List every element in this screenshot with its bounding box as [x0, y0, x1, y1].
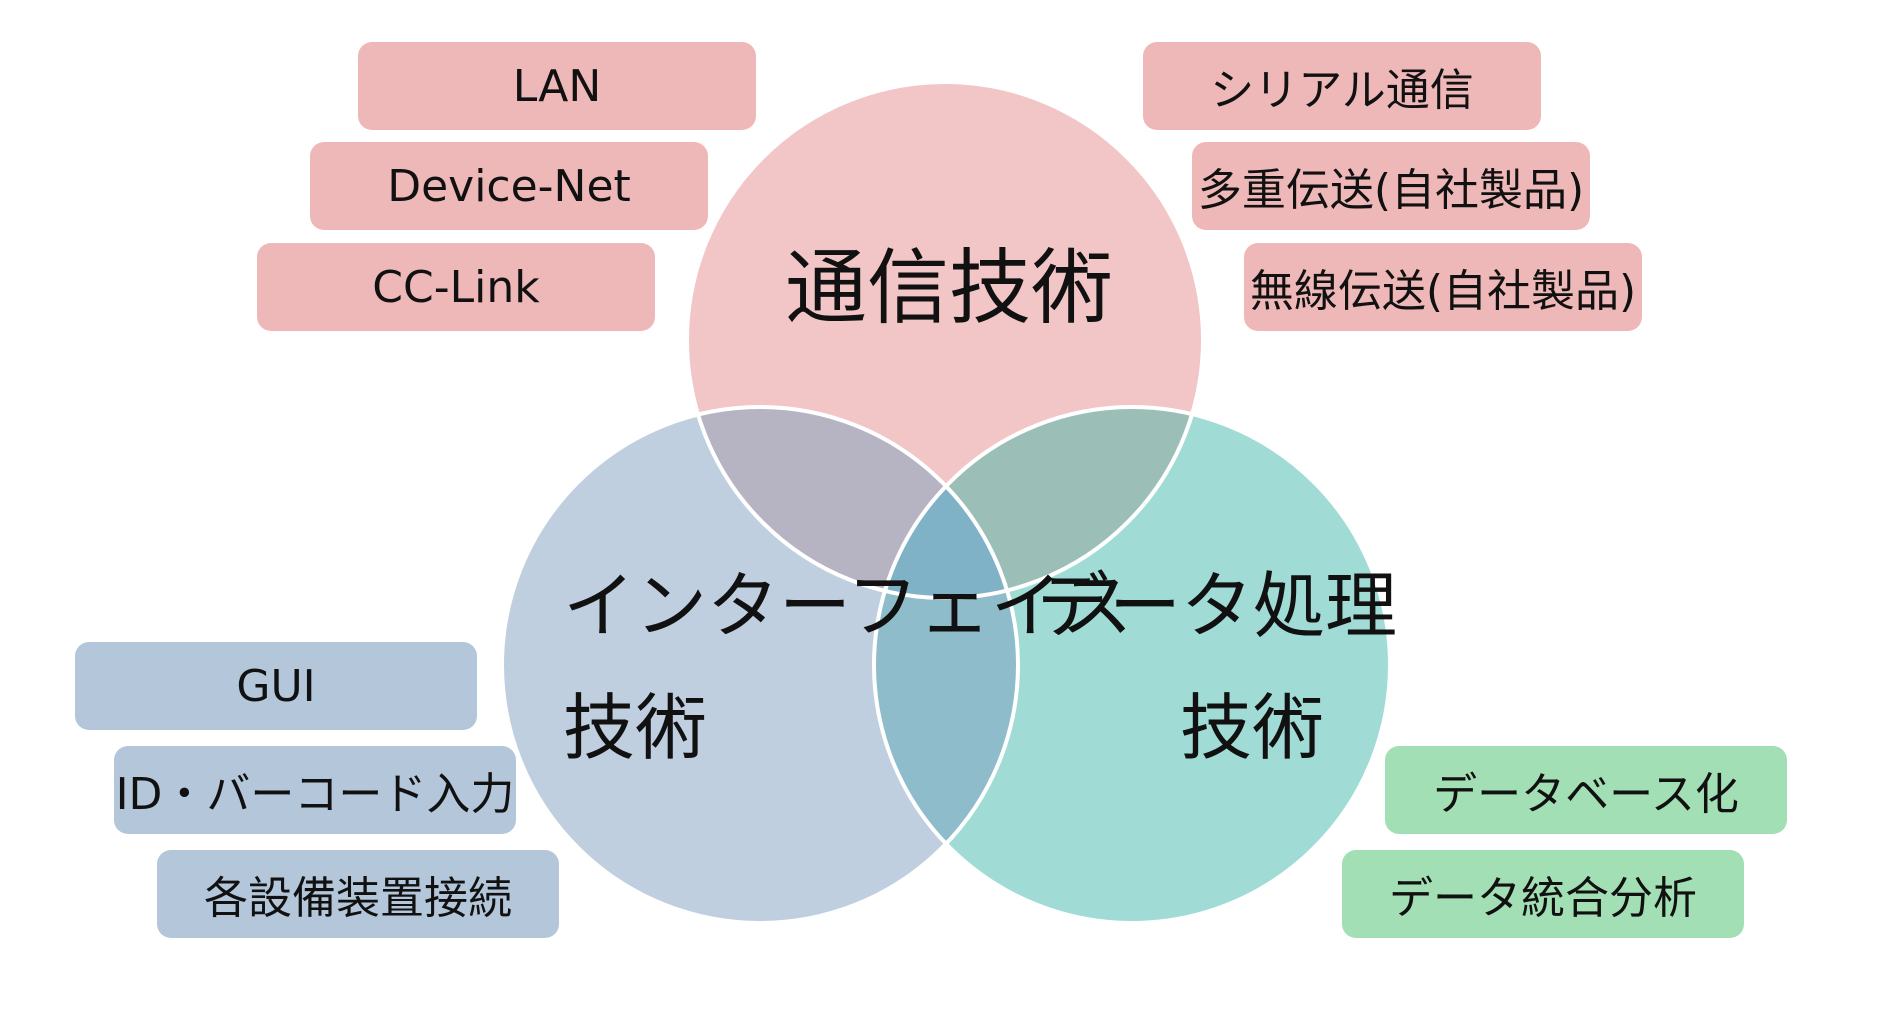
overlap-communication-interface — [687, 407, 1018, 598]
tag-database: データベース化 — [1385, 746, 1787, 834]
tag-cc-link: CC-Link — [257, 243, 655, 331]
overlap-communication-data — [874, 407, 1203, 598]
tag-device-net: Device-Net — [310, 142, 708, 230]
communication-circle-outline — [685, 80, 1205, 600]
interface-label-line2: 技術 — [563, 686, 708, 770]
interface-label-line1: インターフェイス — [563, 564, 1133, 648]
data-processing-label-line1: データ処理 — [1037, 564, 1398, 648]
interface-circle-outline — [500, 405, 1020, 925]
communication-label: 通信技術 — [785, 241, 1114, 336]
tag-lan: LAN — [358, 42, 756, 130]
data-processing-circle-outline — [872, 405, 1392, 925]
tag-multiplex-transmission: 多重伝送(自社製品) — [1192, 142, 1590, 230]
tag-wireless-transmission: 無線伝送(自社製品) — [1244, 243, 1642, 331]
tag-equipment-connection: 各設備装置接続 — [157, 850, 559, 938]
tag-data-integration-analysis: データ統合分析 — [1342, 850, 1744, 938]
data-processing-label-line2: 技術 — [1180, 686, 1325, 770]
tag-serial-communication: シリアル通信 — [1143, 42, 1541, 130]
tag-id-barcode-input: ID・バーコード入力 — [114, 746, 516, 834]
tag-gui: GUI — [75, 642, 477, 730]
